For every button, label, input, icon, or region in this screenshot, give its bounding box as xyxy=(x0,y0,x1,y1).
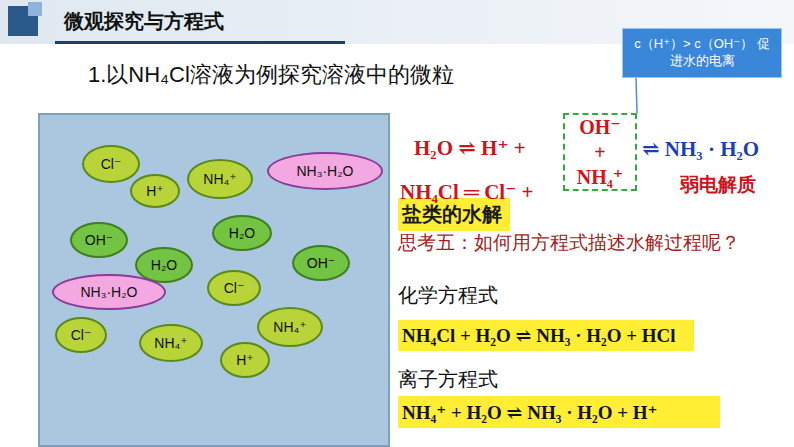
ion-oval: OH⁻ xyxy=(292,245,350,281)
node-text: c（H⁺）> c（OH⁻） 促进水的电离 xyxy=(629,36,775,70)
molecule-oval: NH₃·H₂O xyxy=(267,152,383,190)
node-text: H₂O xyxy=(151,257,177,273)
molecule-oval: H₂O xyxy=(212,215,272,251)
slide-title: 1.以NH₄Cl溶液为例探究溶液中的微粒 xyxy=(88,60,454,90)
molecule-oval: NH₃·H₂O xyxy=(52,274,166,310)
solution-box: Cl⁻ NH₄⁺ NH₃·H₂O H⁺ OH⁻ H₂O H₂O OH⁻ Cl⁻ NH₃·H₂O NH… xyxy=(38,113,390,447)
node-text: Cl⁻ xyxy=(71,327,92,343)
node-text: NH₄⁺ xyxy=(577,167,624,187)
node-text: H₂O xyxy=(229,225,255,241)
header-icon xyxy=(28,2,42,16)
equation-text: ⇌ NH₃ · H₂O xyxy=(642,136,759,162)
node-text: Cl⁻ xyxy=(101,156,122,172)
node-text: OH⁻ xyxy=(579,117,621,137)
node-text: OH⁻ xyxy=(85,232,113,248)
node-text: 盐类的水解 xyxy=(402,201,502,228)
section-text: 离子方程式 xyxy=(398,366,498,393)
ion-oval: NH₄⁺ xyxy=(187,159,253,199)
node-text: Cl⁻ xyxy=(224,280,245,296)
section-text: 化学方程式 xyxy=(398,282,498,309)
ion-oval: H⁺ xyxy=(220,342,270,378)
header-underline xyxy=(55,41,345,44)
leader-line xyxy=(636,78,637,113)
node-text: NH₄⁺ xyxy=(154,335,187,351)
equation-band: NH₄Cl + H₂O ⇌ NH₃ · H₂O + HCl xyxy=(398,320,694,351)
node-text: NH₄⁺ xyxy=(273,319,306,335)
callout-box: c（H⁺）> c（OH⁻） 促进水的电离 xyxy=(622,28,782,78)
node-text: NH₃·H₂O xyxy=(296,163,353,179)
dashed-group: OH⁻ + NH₄⁺ xyxy=(563,113,637,191)
header-title: 微观探究与方程式 xyxy=(64,8,224,35)
node-text: NH₃·H₂O xyxy=(80,284,137,300)
node-text: + xyxy=(594,142,605,162)
node-text: H⁺ xyxy=(236,352,254,368)
ion-oval: NH₄⁺ xyxy=(257,307,323,347)
ion-oval: Cl⁻ xyxy=(207,270,261,306)
ion-oval: NH₄⁺ xyxy=(139,324,203,362)
node-text: NH₄Cl + H₂O ⇌ NH₃ · H₂O + HCl xyxy=(402,324,676,347)
node-text: OH⁻ xyxy=(307,255,335,271)
node-text: H⁺ xyxy=(146,183,164,199)
node-text: NH₄⁺ + H₂O ⇌ NH₃ · H₂O + H⁺ xyxy=(402,401,658,424)
ion-oval: Cl⁻ xyxy=(55,317,107,353)
ion-oval: OH⁻ xyxy=(70,222,128,258)
equation-text: H₂O ⇌ H⁺ + xyxy=(414,135,526,161)
equation-band: NH₄⁺ + H₂O ⇌ NH₃ · H₂O + H⁺ xyxy=(398,396,720,428)
ion-oval: H⁺ xyxy=(130,174,180,208)
ion-oval: Cl⁻ xyxy=(82,145,140,183)
equation-text: NH₄Cl ═ Cl⁻ + xyxy=(400,179,533,205)
note-text: 弱电解质 xyxy=(680,172,756,198)
question-text: 思考五：如何用方程式描述水解过程呢？ xyxy=(398,232,792,254)
node-text: NH₄⁺ xyxy=(203,171,236,187)
